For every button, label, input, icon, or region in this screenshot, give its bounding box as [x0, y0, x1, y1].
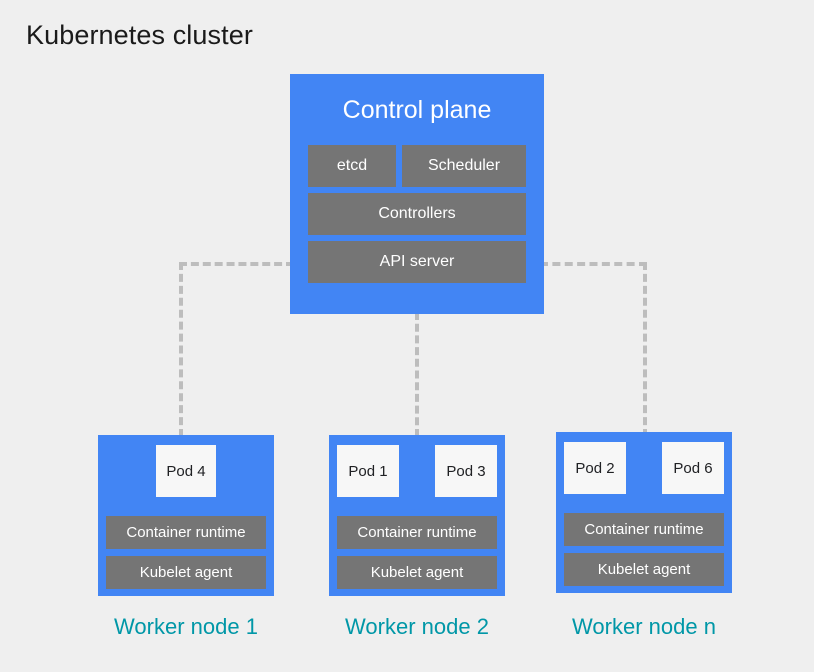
control-plane-component-etcd[interactable]: etcd	[308, 145, 396, 187]
worker-node-1-container-runtime[interactable]: Container runtime	[106, 516, 266, 549]
control-plane-component-scheduler[interactable]: Scheduler	[402, 145, 526, 187]
pod-box[interactable]: Pod 3	[435, 445, 497, 497]
connector-api-to-worker-2-vertical	[415, 312, 419, 437]
worker-node-n-kubelet-agent[interactable]: Kubelet agent	[564, 553, 724, 586]
worker-node-n-container-runtime[interactable]: Container runtime	[564, 513, 724, 546]
connector-api-to-worker-1-vertical	[179, 262, 183, 437]
worker-node-n-panel: Pod 2 Pod 6 Container runtime Kubelet ag…	[556, 432, 732, 593]
worker-node-2-kubelet-agent[interactable]: Kubelet agent	[337, 556, 497, 589]
pod-box[interactable]: Pod 6	[662, 442, 724, 494]
connector-api-to-worker-1-horizontal	[179, 262, 294, 266]
control-plane-component-api-server[interactable]: API server	[308, 241, 526, 283]
worker-node-1-caption: Worker node 1	[114, 614, 258, 639]
control-plane-title: Control plane	[342, 96, 492, 124]
connector-api-to-worker-n-horizontal	[540, 262, 647, 266]
pod-box[interactable]: Pod 4	[156, 445, 216, 497]
worker-node-2-panel: Pod 1 Pod 3 Container runtime Kubelet ag…	[329, 435, 505, 596]
connector-api-to-worker-n-vertical	[643, 262, 647, 437]
control-plane-component-controllers[interactable]: Controllers	[308, 193, 526, 235]
page-title: Kubernetes cluster	[26, 20, 253, 50]
worker-node-1-panel: Pod 4 Container runtime Kubelet agent	[98, 435, 274, 596]
worker-node-n-caption: Worker node n	[572, 614, 716, 639]
worker-node-2-caption: Worker node 2	[345, 614, 489, 639]
worker-node-1-kubelet-agent[interactable]: Kubelet agent	[106, 556, 266, 589]
pod-box[interactable]: Pod 2	[564, 442, 626, 494]
control-plane-panel: Control plane etcd Scheduler Controllers…	[290, 74, 544, 314]
worker-node-2-container-runtime[interactable]: Container runtime	[337, 516, 497, 549]
pod-box[interactable]: Pod 1	[337, 445, 399, 497]
